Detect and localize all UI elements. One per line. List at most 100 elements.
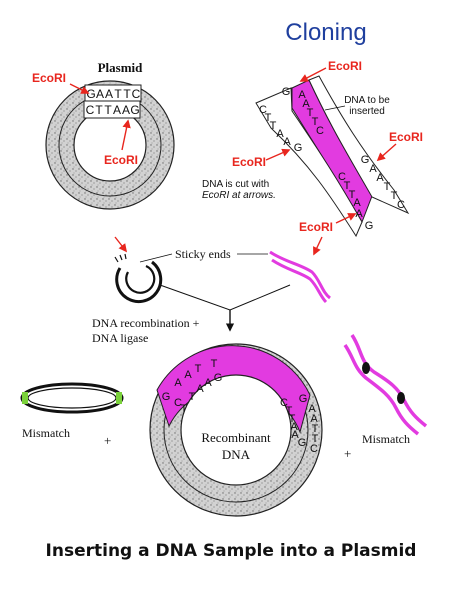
- mismatch-label: Mismatch: [362, 432, 410, 446]
- recombinant-base: G: [162, 391, 171, 403]
- recombinant-base: A: [184, 369, 192, 381]
- recombinant-base: A: [310, 413, 318, 425]
- insert-base: C: [338, 171, 346, 183]
- recombinant-label: Recombinant: [201, 430, 271, 445]
- plasmid-base: A: [113, 103, 121, 117]
- plasmid-base: T: [104, 103, 112, 117]
- dna-cut-note: DNA is cut with: [202, 179, 269, 190]
- leader-line: [324, 105, 346, 111]
- plasmid-base: G: [130, 103, 139, 117]
- ecori-label: EcoRI: [104, 153, 138, 167]
- insert-base: A: [369, 163, 377, 175]
- insert-base: C: [259, 104, 267, 116]
- recombinant-base: G: [214, 372, 223, 384]
- insert-base: A: [298, 89, 306, 101]
- mismatch-plasmid-left: [20, 382, 124, 414]
- insert-base: A: [283, 136, 291, 148]
- recombinant-base: A: [174, 377, 182, 389]
- dna-to-be-inserted-label: inserted: [349, 106, 385, 117]
- recombinant-base: C: [280, 397, 288, 409]
- insert-base: T: [391, 190, 398, 202]
- ecori-label: EcoRI: [299, 220, 333, 234]
- insert-base: G: [361, 154, 370, 166]
- recombinant-base: T: [181, 403, 188, 415]
- recombinant-base: A: [196, 383, 204, 395]
- plasmid-base: C: [86, 103, 95, 117]
- plasmid-base-pairs: G A A T T C C T T A A G: [83, 84, 142, 119]
- recombinant-base: T: [195, 363, 202, 375]
- insert-base: A: [302, 98, 310, 110]
- ecori-arrow: [69, 83, 90, 94]
- ecori-label: EcoRI: [232, 155, 266, 169]
- insert-base: T: [312, 116, 319, 128]
- ecori-arrow: [376, 143, 397, 162]
- mismatch-insert-right: [343, 334, 428, 436]
- recombinant-base: C: [310, 443, 318, 455]
- insert-base: A: [276, 128, 284, 140]
- recombinant-base: T: [189, 391, 196, 403]
- recombinant-base: A: [308, 403, 316, 415]
- recombinant-base: T: [289, 413, 296, 425]
- red-arrow-down: [114, 236, 128, 253]
- cut-insert: [269, 250, 331, 304]
- sticky-ends-pointer: [139, 253, 173, 263]
- ecori-arrow: [335, 213, 357, 224]
- plasmid-base: T: [114, 87, 122, 101]
- plasmid-base: C: [132, 87, 141, 101]
- plasmid-base: A: [122, 103, 130, 117]
- insert-base: T: [344, 180, 351, 192]
- recombinant-base: G: [299, 393, 308, 405]
- insert-base: T: [265, 112, 272, 124]
- insert-base: T: [349, 189, 356, 201]
- recombinant-base: A: [204, 377, 212, 389]
- recombination-label: DNA recombination +: [92, 316, 200, 330]
- insert-base: C: [316, 125, 324, 137]
- insert-base: T: [270, 120, 277, 132]
- plus-sign: +: [104, 433, 111, 448]
- dna-to-be-inserted-label: DNA to be: [344, 95, 390, 106]
- figure-caption: Inserting a DNA Sample into a Plasmid: [46, 541, 417, 561]
- insert-base: G: [282, 86, 291, 98]
- recombinant-base: T: [312, 433, 319, 445]
- plasmid-base: T: [95, 103, 103, 117]
- insert-base: G: [294, 142, 303, 154]
- dna-insert: G C T T A A A A T T C G C T T A A G A A …: [255, 75, 410, 238]
- ecori-label: EcoRI: [328, 59, 362, 73]
- recombinant-dna: G A A T T C T T A A G G C T T A A A A T …: [149, 343, 323, 517]
- ecori-label: EcoRI: [389, 130, 423, 144]
- red-arrow-down: [313, 236, 323, 256]
- insert-base: T: [384, 181, 391, 193]
- mismatch-label: Mismatch: [22, 426, 70, 440]
- insert-base: G: [365, 220, 374, 232]
- insert-base: T: [307, 107, 314, 119]
- recombinant-base: A: [291, 429, 299, 441]
- recombinant-label: DNA: [222, 447, 251, 462]
- recombinant-base: A: [290, 421, 298, 433]
- recombinant-base: C: [174, 397, 182, 409]
- plus-sign: +: [344, 446, 351, 461]
- recombination-label: DNA ligase: [92, 331, 148, 345]
- page-title: Cloning: [285, 19, 366, 46]
- insert-base: C: [397, 199, 405, 211]
- dna-cut-note: EcoRI at arrows.: [202, 190, 276, 201]
- plasmid-base: A: [105, 87, 113, 101]
- plasmid-label: Plasmid: [98, 60, 144, 75]
- insert-base: A: [353, 197, 361, 209]
- recombinant-base: T: [312, 423, 319, 435]
- plasmid: G A A T T C C T T A A G: [45, 80, 175, 210]
- recombinant-base: T: [211, 358, 218, 370]
- ecori-label: EcoRI: [32, 71, 66, 85]
- ecori-arrow: [299, 67, 327, 82]
- plasmid-base: T: [123, 87, 131, 101]
- recombinant-base: T: [286, 405, 293, 417]
- ecori-arrow: [121, 119, 131, 151]
- sticky-ends-label: Sticky ends: [175, 247, 231, 261]
- cut-plasmid: [114, 253, 163, 304]
- plasmid-base: A: [96, 87, 104, 101]
- insert-base: A: [355, 208, 363, 220]
- recombinant-base: G: [298, 437, 307, 449]
- plasmid-base: G: [86, 87, 95, 101]
- merge-lines: [159, 284, 291, 311]
- insert-base: A: [376, 172, 384, 184]
